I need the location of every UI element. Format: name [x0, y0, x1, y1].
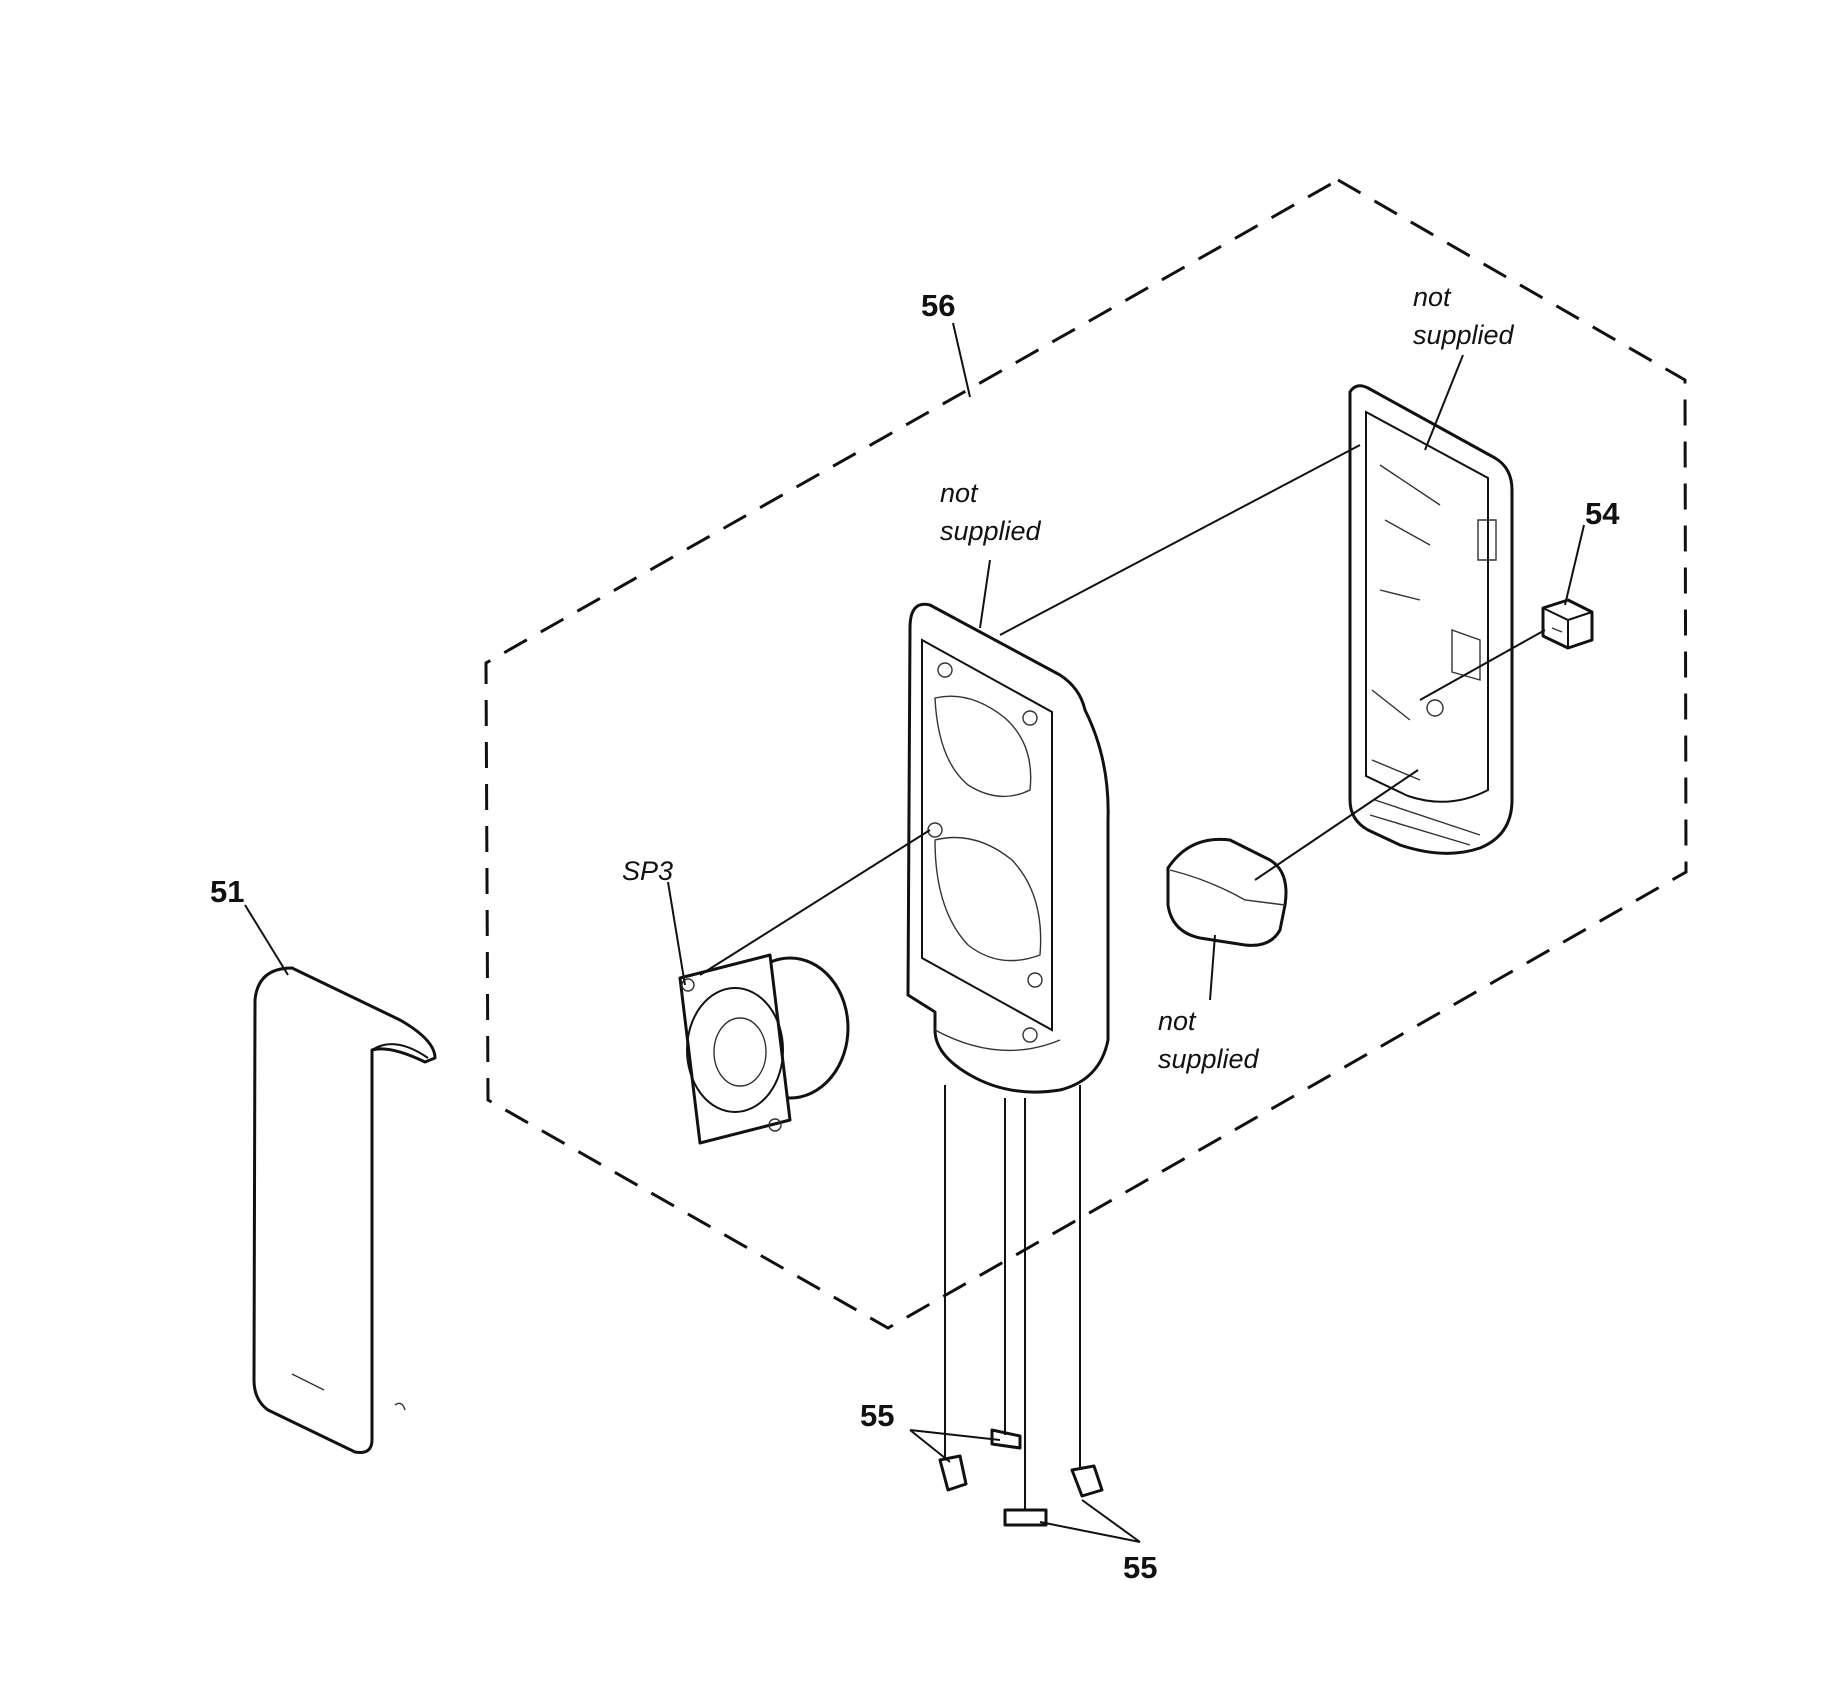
front-grille: [252, 966, 437, 1454]
assembly-lines: [699, 444, 1546, 1510]
foot-pads: [938, 1428, 1104, 1527]
speaker-unit: [678, 953, 850, 1145]
note-foam-line1: not: [1158, 1006, 1197, 1036]
label-55-lower: 55: [1123, 1550, 1157, 1585]
foam-block: [1166, 837, 1288, 947]
note-rear-cabinet-line1: not: [1413, 282, 1452, 312]
terminal-part: [1541, 598, 1594, 650]
note-foam-line2: supplied: [1158, 1044, 1260, 1074]
note-front-baffle-line1: not: [940, 478, 979, 508]
front-baffle: [906, 602, 1110, 1094]
note-rear-cabinet-line2: supplied: [1413, 320, 1515, 350]
label-51: 51: [210, 874, 244, 909]
assembly-boundary: [484, 178, 1688, 1330]
note-front-baffle-line2: supplied: [940, 516, 1042, 546]
rear-cabinet: [1348, 384, 1514, 855]
label-55-upper: 55: [860, 1398, 894, 1433]
leader-lines: [244, 322, 1585, 1543]
label-sp3: SP3: [622, 856, 673, 886]
label-54: 54: [1585, 496, 1620, 531]
label-56: 56: [921, 288, 955, 323]
